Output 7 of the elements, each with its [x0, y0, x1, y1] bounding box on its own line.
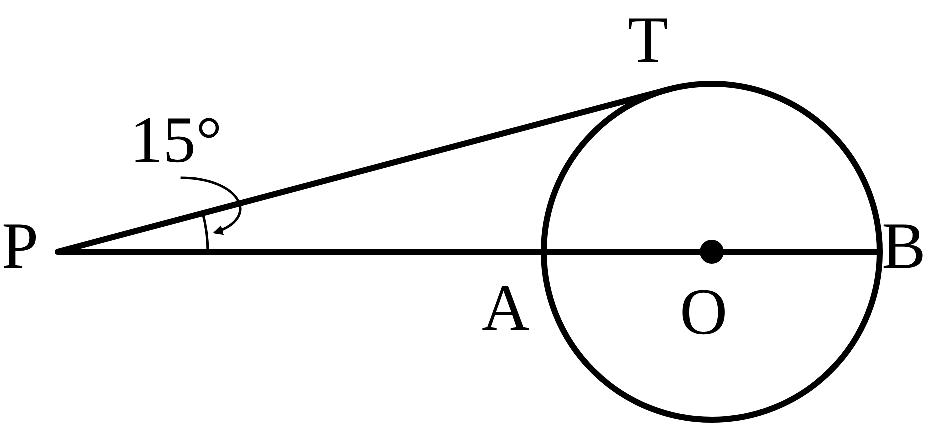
leader-line [180, 176, 242, 234]
point-label: A [482, 276, 530, 342]
point-label: T [628, 8, 668, 74]
angle-label: 15° [130, 108, 222, 174]
point-label: P [2, 214, 39, 280]
point-label: B [882, 214, 926, 280]
point-label: O [680, 280, 728, 346]
